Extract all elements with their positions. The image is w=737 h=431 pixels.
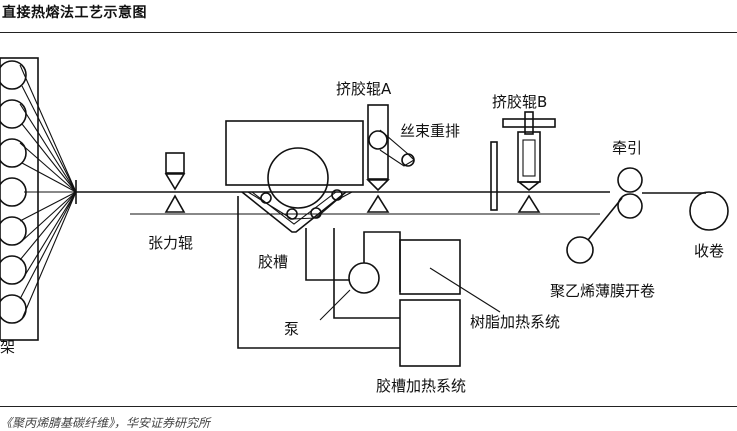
pe-film-feed	[587, 197, 623, 241]
resin-leader	[429, 267, 501, 313]
fiber-fan-lines	[19, 64, 77, 320]
pipe-pump-to-resin	[363, 231, 401, 292]
squeeze-b-upper	[516, 181, 542, 192]
top-rule	[0, 32, 737, 33]
traction-label: 牵引	[612, 139, 642, 157]
piping: 泵 树脂加热系统 胶槽加热系统	[237, 196, 560, 395]
pe-film-roll	[566, 236, 594, 264]
tension-roll-upper	[164, 173, 186, 191]
tank-cover	[225, 120, 364, 186]
figure-title: 直接热熔法工艺示意图	[2, 5, 147, 21]
rearrange-bar	[490, 141, 498, 211]
winding: 收卷	[642, 191, 729, 260]
tension-roll-box	[165, 152, 185, 174]
tension-roll-lower	[164, 194, 186, 213]
squeeze-roll-b-label: 挤胶辊B	[492, 93, 547, 111]
tank-heating-unit	[399, 299, 461, 367]
bobbin	[0, 255, 27, 285]
squeeze-b-lower	[517, 194, 541, 213]
tank-fiber-path	[247, 191, 353, 220]
squeeze-roll-b: 挤胶辊B	[492, 93, 556, 213]
resin-heating-label: 树脂加热系统	[470, 313, 560, 331]
glue-tank: 胶槽	[225, 120, 364, 271]
figure-source: 《聚丙烯腈基碳纤维》，华安证券研究所	[0, 416, 211, 430]
traction-roll-lower	[617, 193, 643, 219]
creel-bobbins	[0, 60, 27, 324]
squeeze-roll-a-label: 挤胶辊A	[336, 80, 392, 98]
tow-rearrange: 丝束重排	[400, 122, 498, 211]
winding-roll	[689, 191, 729, 231]
squeeze-roll-a: 挤胶辊A	[336, 80, 415, 213]
winding-label: 收卷	[694, 242, 724, 260]
squeeze-a-lower	[366, 194, 390, 213]
tow-rearrange-label: 丝束重排	[400, 122, 460, 140]
tension-roll-label: 张力辊	[148, 234, 193, 252]
pump-leader	[319, 289, 351, 321]
squeeze-a-roll	[368, 130, 388, 150]
bobbin	[0, 60, 27, 90]
bottom-rule	[0, 406, 737, 407]
squeeze-b-stem	[524, 111, 534, 135]
creel-frame	[0, 57, 39, 341]
squeeze-b-inner	[522, 139, 536, 177]
pipe-heat-return	[237, 196, 400, 349]
resin-heating-unit	[399, 239, 461, 295]
pipe-tank-heat	[333, 228, 400, 319]
traction: 牵引	[612, 139, 643, 219]
pump-label: 泵	[284, 320, 299, 338]
bobbin	[0, 99, 27, 129]
squeeze-a-band	[379, 129, 415, 167]
creel-label: 架	[0, 338, 15, 356]
squeeze-a-upper	[366, 179, 390, 192]
pump	[348, 262, 380, 294]
tension-roll: 张力辊	[148, 152, 193, 252]
squeeze-a-column	[367, 104, 389, 180]
glue-tank-label: 胶槽	[258, 253, 288, 271]
creel: 架	[0, 57, 77, 356]
pe-film-unwind: 聚乙烯薄膜开卷	[550, 197, 655, 300]
bobbin	[0, 138, 27, 168]
squeeze-b-handle	[502, 118, 556, 128]
bobbin	[0, 216, 27, 246]
impregnation-roll	[267, 147, 329, 209]
bobbin	[0, 177, 27, 207]
traction-roll-upper	[617, 167, 643, 193]
tank-heating-label: 胶槽加热系统	[376, 377, 466, 395]
pipe-tank-to-pump	[305, 228, 350, 281]
pe-film-label: 聚乙烯薄膜开卷	[550, 282, 655, 300]
